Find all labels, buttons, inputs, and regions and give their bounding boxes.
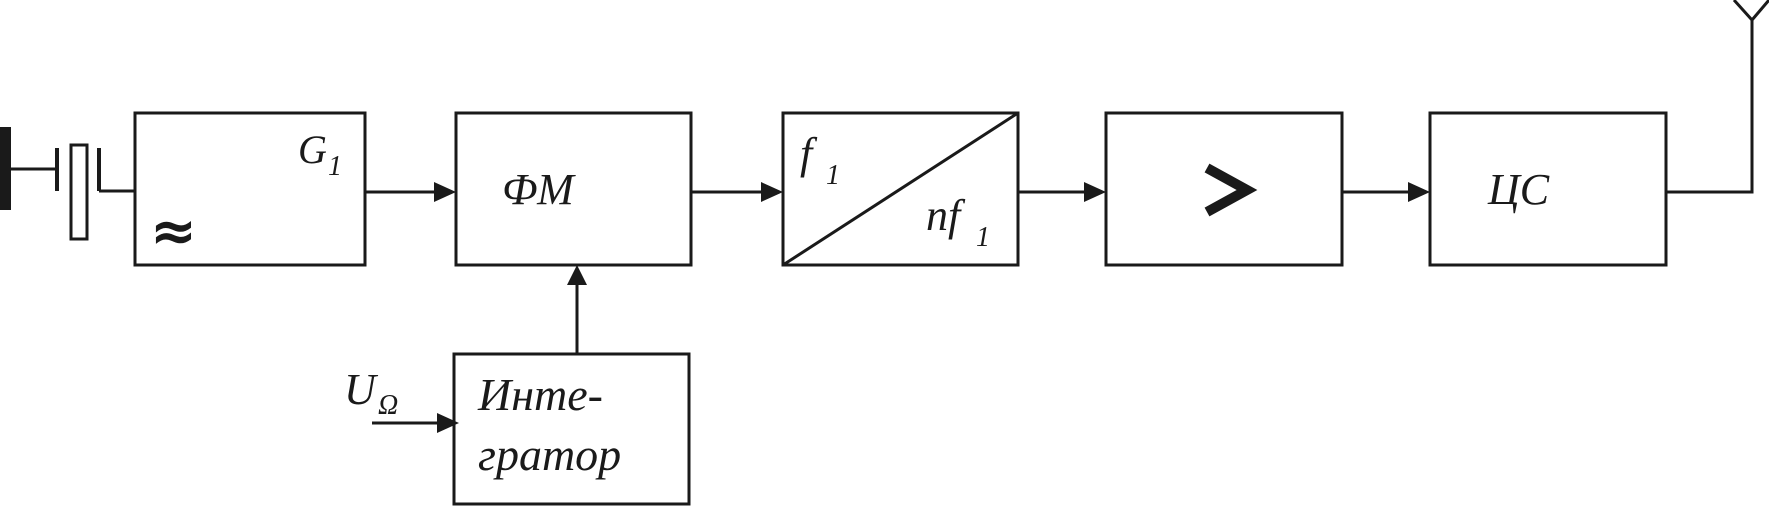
oscillator-label-sub: 1 <box>328 151 342 182</box>
modulating-signal-label: U <box>344 365 379 414</box>
output-frequency-sub: 1 <box>976 222 990 253</box>
modulating-signal-sub: Ω <box>378 390 398 421</box>
arrowhead-icon <box>761 182 783 202</box>
arrowhead-icon <box>567 265 587 285</box>
diagonal-divider <box>782 111 1019 267</box>
output-frequency-label: nf <box>926 191 966 240</box>
oscillator-label: G <box>298 127 327 172</box>
integrator-block: Инте- гратор <box>452 352 691 506</box>
frequency-multiplier-block: f 1 nf 1 <box>781 111 1020 267</box>
tilde-generator-icon: ≈ <box>150 199 197 264</box>
phase-modulator-label: ФМ <box>502 165 576 214</box>
input-frequency-sub: 1 <box>826 160 840 191</box>
arrowhead-icon <box>1408 182 1430 202</box>
crystal-resonator-icon <box>0 127 135 241</box>
arrowhead-icon <box>434 182 456 202</box>
amplifier-triangle-icon <box>1204 163 1258 217</box>
arrowhead-icon <box>1084 182 1106 202</box>
phase-modulator-block: ФМ <box>454 111 693 267</box>
integrator-label-line2: гратор <box>478 429 621 480</box>
coupling-circuit-block: ЦС <box>1428 111 1668 267</box>
coupling-circuit-label: ЦС <box>1487 165 1550 214</box>
antenna-icon <box>1666 0 1769 194</box>
oscillator-block: G 1 ≈ <box>133 111 367 267</box>
amplifier-block <box>1104 111 1344 267</box>
integrator-label-line1: Инте- <box>477 369 603 420</box>
modulating-input: U Ω <box>344 365 459 433</box>
arrowhead-icon <box>437 413 459 433</box>
